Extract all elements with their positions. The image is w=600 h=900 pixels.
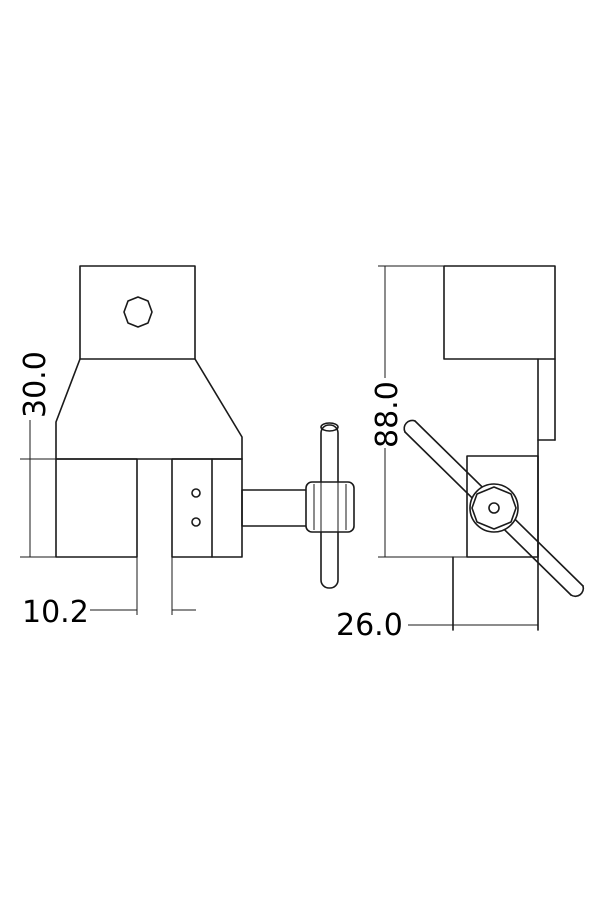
body-taper (55, 358, 81, 460)
pin-hole-bottom (191, 517, 201, 527)
left-jaw (55, 458, 138, 558)
side-knob-hole (488, 502, 500, 514)
dimension-height-right: 88.0 (370, 265, 467, 558)
screw-shaft (241, 489, 309, 527)
dimension-width-right: 26.0 (336, 608, 538, 643)
front-view (55, 265, 355, 589)
body-taper-right (194, 358, 243, 460)
dimension-width-left: 10.2 (22, 557, 196, 630)
side-knob (469, 483, 519, 533)
dim-label-10-2: 10.2 (22, 595, 89, 630)
side-top-block (443, 265, 556, 360)
mounting-plate (79, 265, 196, 360)
bar-end-top (403, 419, 416, 433)
side-view (403, 265, 585, 631)
right-jaw (171, 458, 243, 558)
dim-label-26: 26.0 (336, 608, 403, 643)
hex-hole (123, 296, 153, 328)
bar-end-bottom (570, 585, 585, 598)
tommy-bar-end (320, 422, 339, 432)
screw-collar (305, 481, 355, 533)
pin-hole-top (191, 488, 201, 498)
dim-label-88: 88.0 (370, 381, 405, 448)
dimension-height-left: 30.0 (18, 351, 56, 558)
dim-label-30: 30.0 (18, 351, 53, 418)
side-knob-hex (471, 486, 517, 530)
side-clamp-body (466, 455, 539, 558)
